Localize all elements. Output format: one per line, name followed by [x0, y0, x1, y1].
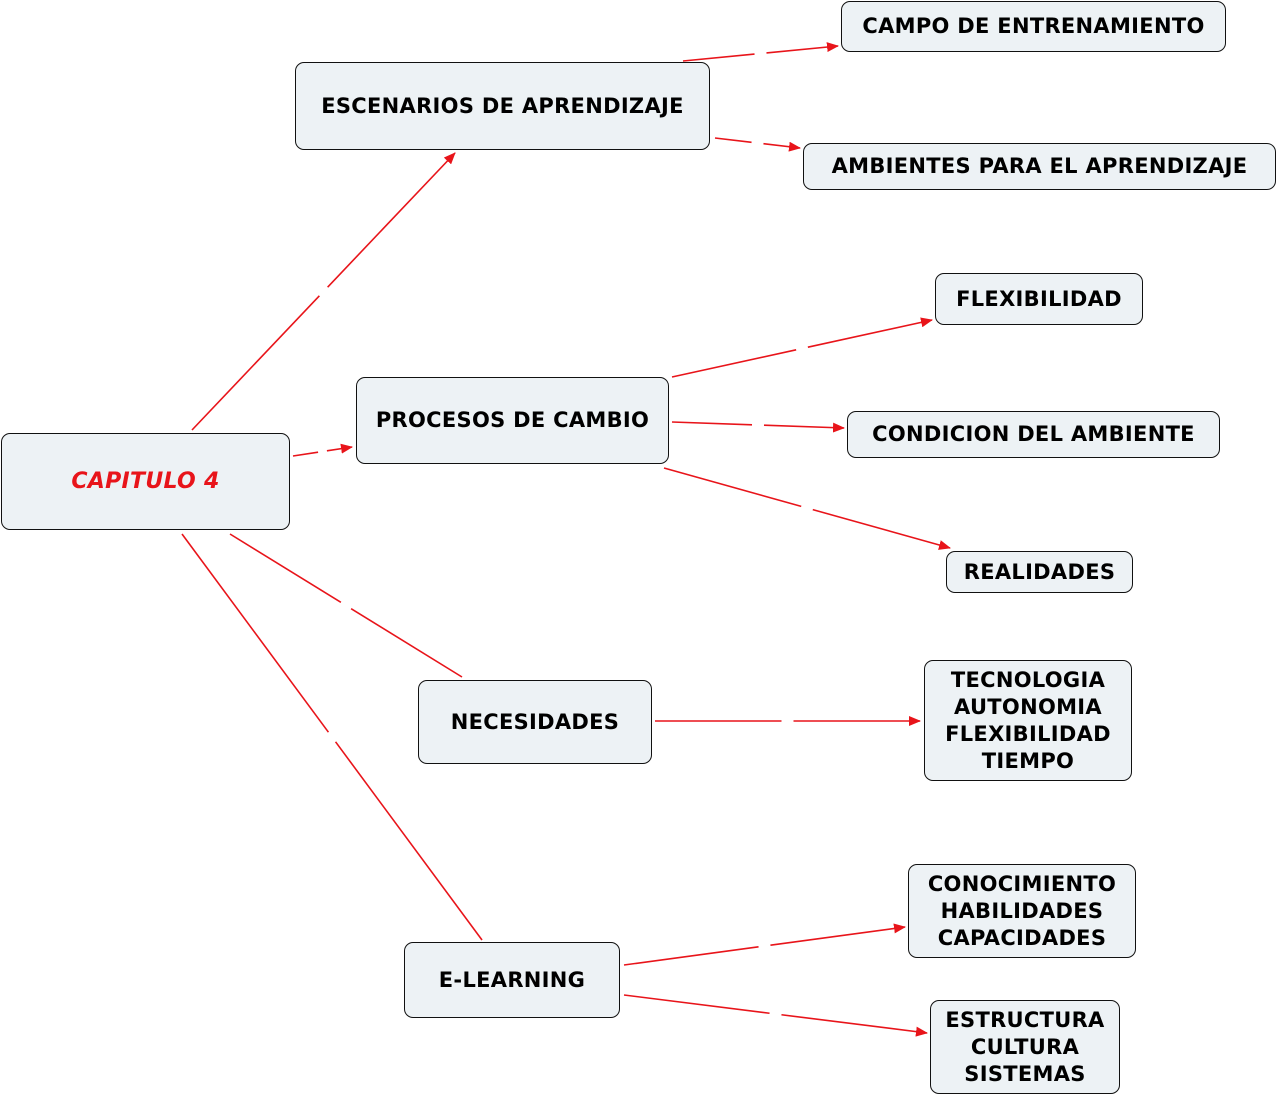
node-label: NECESIDADES [450, 709, 620, 734]
link-segment [682, 53, 755, 62]
link-segment [327, 152, 456, 288]
link-elearning-to-estructura [623, 994, 928, 1037]
link-segment [663, 467, 802, 508]
node-procesos-de-cambio[interactable]: PROCESOS DE CAMBIO [356, 377, 669, 464]
node-escenarios-de-aprendizaje[interactable]: ESCENARIOS DE APRENDIZAJE [295, 62, 710, 150]
node-label: SISTEMAS [964, 1061, 1086, 1086]
node-label: CAMPO DE ENTRENAMIENTO [862, 14, 1205, 38]
link-segment [191, 295, 320, 431]
link-capitulo-to-necesidades [229, 533, 463, 678]
link-procesos-to-flexibilidad [671, 317, 933, 378]
link-segment [229, 533, 342, 604]
link-segment [671, 349, 797, 378]
node-capitulo-4[interactable]: CAPITULO 4 [1, 433, 290, 530]
link-capitulo-to-elearning [181, 533, 483, 941]
link-segment [714, 137, 752, 144]
link-segment [763, 141, 801, 152]
link-segment [181, 533, 330, 733]
node-label: FLEXIBILIDAD [956, 286, 1122, 311]
node-ambientes-para-el-aprendizaje[interactable]: AMBIENTES PARA EL APRENDIZAJE [803, 143, 1276, 190]
node-condicion-del-ambiente[interactable]: CONDICION DEL AMBIENTE [847, 411, 1220, 458]
node-label: AMBIENTES PARA EL APRENDIZAJE [831, 154, 1248, 178]
node-estructura-cultura[interactable]: ESTRUCTURA CULTURA SISTEMAS [930, 1000, 1120, 1094]
node-e-learning[interactable]: E-LEARNING [404, 942, 620, 1018]
link-elearning-to-conocimiento [623, 923, 906, 966]
link-capitulo-to-procesos [292, 443, 353, 457]
node-label: TIEMPO [981, 748, 1075, 773]
link-segment [807, 317, 933, 348]
link-segment [766, 42, 839, 54]
link-segment [770, 923, 906, 946]
node-label: PROCESOS DE CAMBIO [375, 408, 650, 432]
node-flexibilidad[interactable]: FLEXIBILIDAD [935, 273, 1143, 325]
node-label: CONDICION DEL AMBIENTE [872, 422, 1195, 446]
node-realidades[interactable]: REALIDADES [946, 551, 1133, 593]
link-segment [623, 946, 759, 966]
link-segment [781, 1013, 928, 1037]
link-segment [292, 451, 319, 457]
link-escenarios-to-campo [682, 42, 839, 62]
node-campo-de-entrenamiento[interactable]: CAMPO DE ENTRENAMIENTO [841, 1, 1226, 52]
link-segment [326, 443, 353, 454]
node-label: AUTONOMIA [954, 694, 1102, 719]
link-procesos-to-condicion [671, 421, 845, 433]
node-label: HABILIDADES [940, 898, 1104, 923]
link-segment [671, 421, 753, 426]
node-label: CONOCIMIENTO [927, 871, 1117, 896]
node-label: ESTRUCTURA [945, 1007, 1105, 1032]
node-necesidades[interactable]: NECESIDADES [418, 680, 652, 764]
node-label: TECNOLOGIA [950, 667, 1106, 692]
link-segment [623, 994, 770, 1015]
node-tecnologia-autonomia[interactable]: TECNOLOGIA AUTONOMIA FLEXIBILIDAD TIEMPO [924, 660, 1132, 781]
node-label: CAPITULO 4 [71, 469, 220, 494]
link-capitulo-to-escenarios [191, 152, 456, 431]
node-label: REALIDADES [963, 559, 1116, 584]
node-label: CAPACIDADES [937, 925, 1107, 950]
link-segment [763, 422, 845, 433]
link-procesos-to-realidades [663, 467, 951, 550]
node-label: CULTURA [970, 1034, 1080, 1059]
link-segment [350, 607, 463, 678]
node-label: E-LEARNING [438, 967, 586, 992]
link-segment [812, 508, 951, 550]
node-label: FLEXIBILIDAD [945, 721, 1111, 746]
link-escenarios-to-ambientes [714, 137, 801, 152]
link-segment [334, 741, 483, 941]
node-label: ESCENARIOS DE APRENDIZAJE [321, 93, 684, 118]
node-conocimiento-habilidades[interactable]: CONOCIMIENTO HABILIDADES CAPACIDADES [908, 864, 1136, 958]
